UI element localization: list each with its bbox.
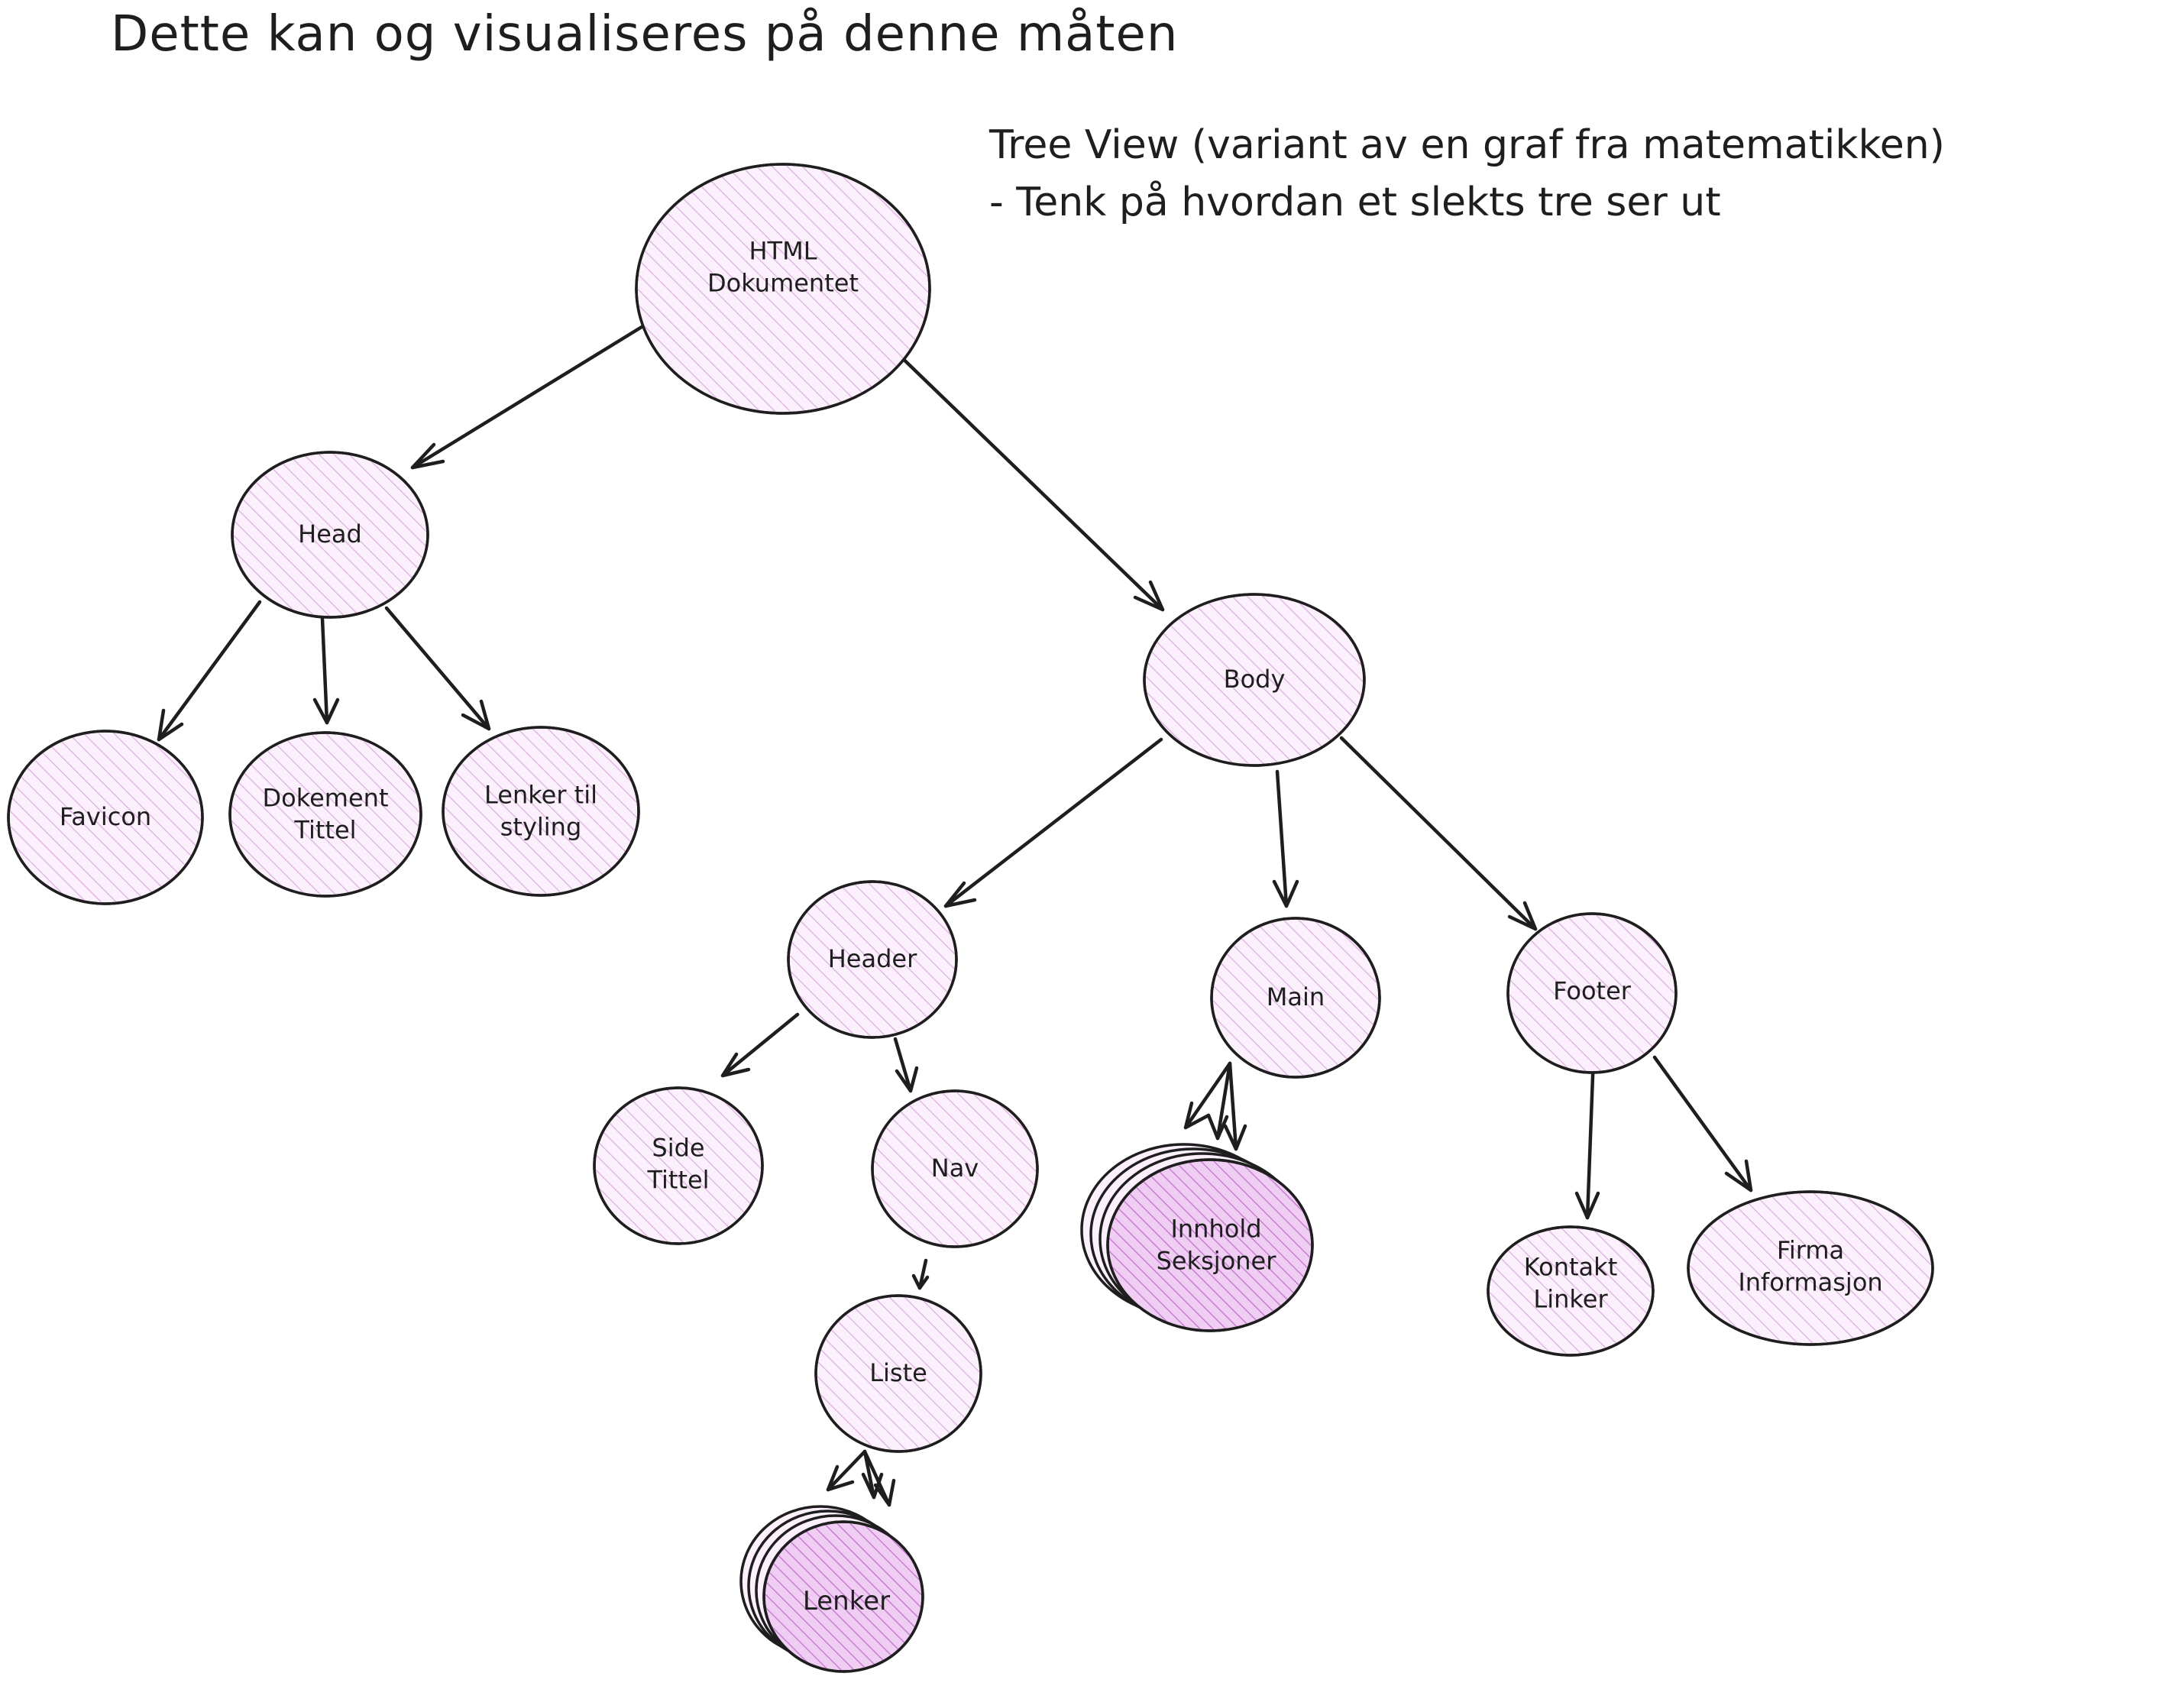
edge-nav-liste [911, 1258, 930, 1290]
edge-head-favicon [157, 600, 262, 742]
nodes [7, 163, 1934, 1673]
edge-footer-firma [1652, 1055, 1753, 1192]
node-label-head: Head [298, 519, 362, 549]
edge-html-head [410, 325, 644, 470]
node-nav [871, 1089, 1039, 1248]
node-liste [814, 1294, 982, 1453]
node-label-lenker-styling: Lenker til styling [484, 780, 597, 841]
node-dokement-tittel [228, 731, 422, 898]
node-label-body: Body [1223, 665, 1286, 694]
edges [157, 325, 1753, 1507]
node-label-favicon: Favicon [59, 802, 152, 832]
node-label-dokement-tittel: Dokement Tittel [262, 783, 389, 844]
node-footer [1506, 912, 1678, 1074]
node-lenker-styling [442, 726, 640, 897]
edge-footer-kontakt [1574, 1053, 1600, 1220]
node-label-firma: Firma Informasjon [1738, 1235, 1883, 1296]
node-side-tittel [593, 1086, 764, 1245]
edge-head-dokement [312, 616, 340, 725]
node-label-html: HTML Dokumentet [707, 236, 859, 297]
edge-header-nav [893, 1037, 919, 1093]
diagram-title: Dette kan og visualiseres på denne måten [111, 6, 1179, 63]
node-innhold-stack [1080, 1143, 1314, 1332]
node-kontakt [1487, 1225, 1655, 1357]
node-head [231, 451, 429, 619]
node-main [1210, 917, 1381, 1079]
node-firma [1687, 1190, 1934, 1346]
node-label-footer: Footer [1553, 976, 1631, 1006]
node-html [635, 163, 931, 415]
edge-html-body [891, 348, 1165, 612]
node-label-innhold: Innhold Seksjoner [1156, 1214, 1276, 1275]
node-label-kontakt: Kontakt Linker [1523, 1252, 1618, 1313]
edge-head-lenker [384, 606, 491, 731]
edge-liste-lenker [826, 1449, 896, 1507]
edge-body-main [1272, 769, 1299, 908]
node-label-liste: Liste [869, 1358, 927, 1388]
node-label-side-tittel: Side Tittel [647, 1133, 710, 1194]
node-label-main: Main [1266, 982, 1325, 1012]
node-header [787, 880, 958, 1039]
node-body [1143, 593, 1366, 767]
node-label-nav: Nav [930, 1154, 979, 1183]
node-favicon [7, 730, 204, 905]
edge-body-footer [1339, 736, 1538, 931]
node-label-header: Header [827, 944, 917, 974]
edge-header-side [720, 1012, 800, 1078]
edge-body-header [943, 737, 1163, 908]
note-line-1: Tree View (variant av en graf fra matema… [989, 122, 1945, 168]
edge-main-innhold [1183, 1061, 1247, 1151]
node-label-lenker: Lenker [802, 1585, 891, 1616]
note-line-2: - Tenk på hvordan et slekts tre ser ut [989, 180, 1721, 225]
node-lenker-stack [739, 1505, 924, 1673]
